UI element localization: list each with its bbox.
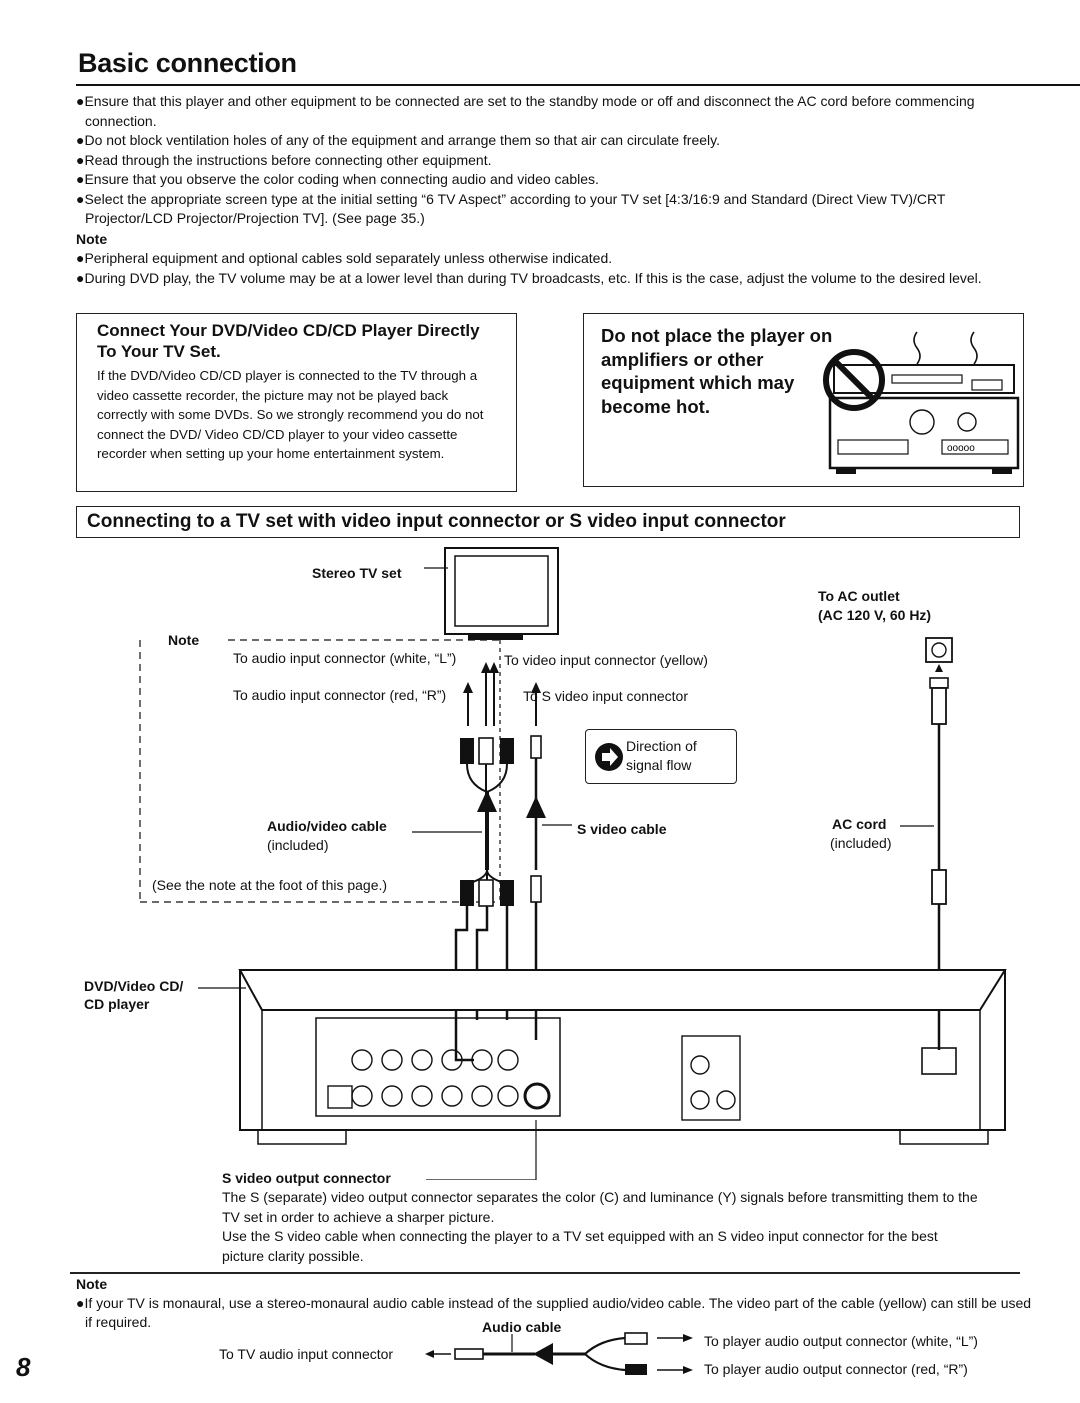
signal-flow-text: Direction of signal flow bbox=[626, 738, 697, 773]
svg-text:ooooo: ooooo bbox=[947, 443, 975, 454]
amplifier-illustration: ooooo bbox=[823, 331, 1020, 474]
bullet-item: ●Read through the instructions before co… bbox=[76, 151, 492, 168]
footnote-label: Note bbox=[76, 1276, 108, 1292]
warning-text: Do not place the player on amplifiers or… bbox=[601, 325, 833, 417]
see-note-label: (See the note at the foot of this page.) bbox=[152, 877, 388, 893]
footnote-section: Note ●If your TV is monaural, use a ster… bbox=[76, 1275, 1036, 1332]
diagram-note-label: Note bbox=[168, 632, 200, 648]
tv-audio-input-label: To TV audio input connector bbox=[219, 1346, 394, 1362]
arrow-right-icon bbox=[595, 743, 623, 771]
bullet-item: ●Ensure that you observe the color codin… bbox=[76, 171, 599, 187]
footnote-divider bbox=[70, 1272, 1020, 1274]
note-item: ●During DVD play, the TV volume may be a… bbox=[76, 269, 982, 286]
bullet-item: ●Do not block ventilation holes of any o… bbox=[76, 132, 721, 148]
audio-white-label: To audio input connector (white, “L”) bbox=[233, 650, 457, 666]
warning-box: Do not place the player on amplifiers or… bbox=[583, 313, 1024, 487]
connection-diagram bbox=[139, 547, 1007, 1180]
ac-outlet-label: To AC outlet bbox=[818, 588, 900, 604]
s-video-in-label: To S video input connector bbox=[523, 688, 688, 704]
ac-cord-included: (included) bbox=[830, 835, 892, 851]
section-heading: Connecting to a TV set with video input … bbox=[76, 506, 1020, 538]
footnote-text: ●If your TV is monaural, use a stereo-mo… bbox=[76, 1295, 1032, 1330]
signal-flow-legend: Direction of signal flow bbox=[585, 729, 737, 784]
s-video-description: The S (separate) video output connector … bbox=[222, 1188, 982, 1266]
direct-connect-box: Connect Your DVD/Video CD/CD Player Dire… bbox=[76, 313, 517, 492]
direct-connect-heading: Connect Your DVD/Video CD/CD Player Dire… bbox=[97, 321, 480, 361]
white-output-label: To player audio output connector (white,… bbox=[704, 1333, 978, 1349]
red-output-label: To player audio output connector (red, “… bbox=[704, 1361, 968, 1377]
intro-section: ●Ensure that this player and other equip… bbox=[76, 92, 1036, 288]
audio-cable-label: Audio cable bbox=[482, 1319, 562, 1335]
page-title: Basic connection bbox=[78, 48, 297, 78]
ac-cord-label: AC cord bbox=[832, 816, 887, 832]
note-label: Note bbox=[76, 230, 108, 247]
ac-spec-label: (AC 120 V, 60 Hz) bbox=[818, 607, 932, 623]
bullet-item: ●Ensure that this player and other equip… bbox=[76, 93, 975, 129]
s-video-output-label: S video output connector bbox=[222, 1170, 391, 1186]
av-cable-included: (included) bbox=[267, 837, 329, 853]
title-divider bbox=[76, 84, 1080, 86]
audio-red-label: To audio input connector (red, “R”) bbox=[233, 687, 447, 703]
monaural-cable-illustration bbox=[425, 1332, 693, 1375]
s-video-desc-1: The S (separate) video output connector … bbox=[222, 1189, 978, 1225]
note-item: ●Peripheral equipment and optional cable… bbox=[76, 250, 613, 266]
s-video-desc-2: Use the S video cable when connecting th… bbox=[222, 1228, 938, 1264]
direct-connect-body: If the DVD/Video CD/CD player is connect… bbox=[97, 368, 484, 462]
stereo-tv-label: Stereo TV set bbox=[312, 565, 402, 581]
player-label: DVD/Video CD/ bbox=[84, 978, 184, 994]
av-cable-label: Audio/video cable bbox=[267, 818, 387, 834]
s-video-cable-label: S video cable bbox=[577, 821, 667, 837]
page-number: 8 bbox=[16, 1352, 31, 1382]
player-label-2: CD player bbox=[84, 996, 150, 1012]
video-yellow-label: To video input connector (yellow) bbox=[504, 652, 708, 668]
bullet-item: ●Select the appropriate screen type at t… bbox=[76, 190, 946, 227]
